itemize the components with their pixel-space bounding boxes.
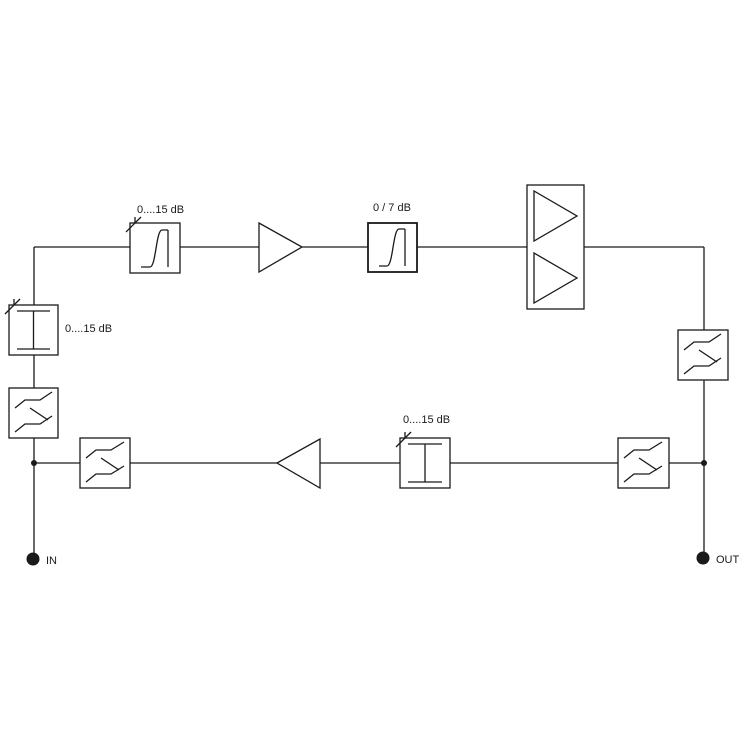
bandpass-filter-return-left [79,437,131,489]
attenuator-return-range: 0....15 dB [403,414,450,426]
amplifier-return [275,437,321,490]
attenuator-left [4,298,59,356]
input-label: IN [46,555,57,567]
adjust-arrow-icon [4,298,21,315]
attenuator-return [395,431,451,489]
filter-wave-icon [14,391,53,409]
filter-wave-icon [683,333,722,351]
eq-curve-icon [141,229,168,268]
bandpass-filter-return-right [617,437,670,489]
equalizer-fixed-value: 0 / 7 dB [373,202,411,214]
equalizer-variable-range: 0....15 dB [137,204,184,216]
bandpass-filter-left [8,387,59,439]
adjust-arrow-icon [395,431,412,448]
signal-wires [33,246,705,558]
input-terminal [26,552,40,566]
adjust-arrow-icon [125,216,142,233]
output-terminal [696,551,710,565]
output-label: OUT [716,554,740,566]
eq-curve-icon [379,228,405,267]
filter-wave-icon [623,441,663,459]
amplifier-forward [258,221,304,274]
junction-dot-left [31,460,37,466]
amplifier-stage-2 [533,251,579,305]
junction-dot-right [701,460,707,466]
dual-amplifier-module [526,184,585,310]
filter-wave-icon [85,441,125,459]
bandpass-filter-right [677,329,729,381]
amplifier-stage-1 [533,189,579,243]
equalizer-fixed [367,222,418,273]
attenuator-left-range: 0....15 dB [65,323,112,335]
equalizer-variable [125,216,181,274]
